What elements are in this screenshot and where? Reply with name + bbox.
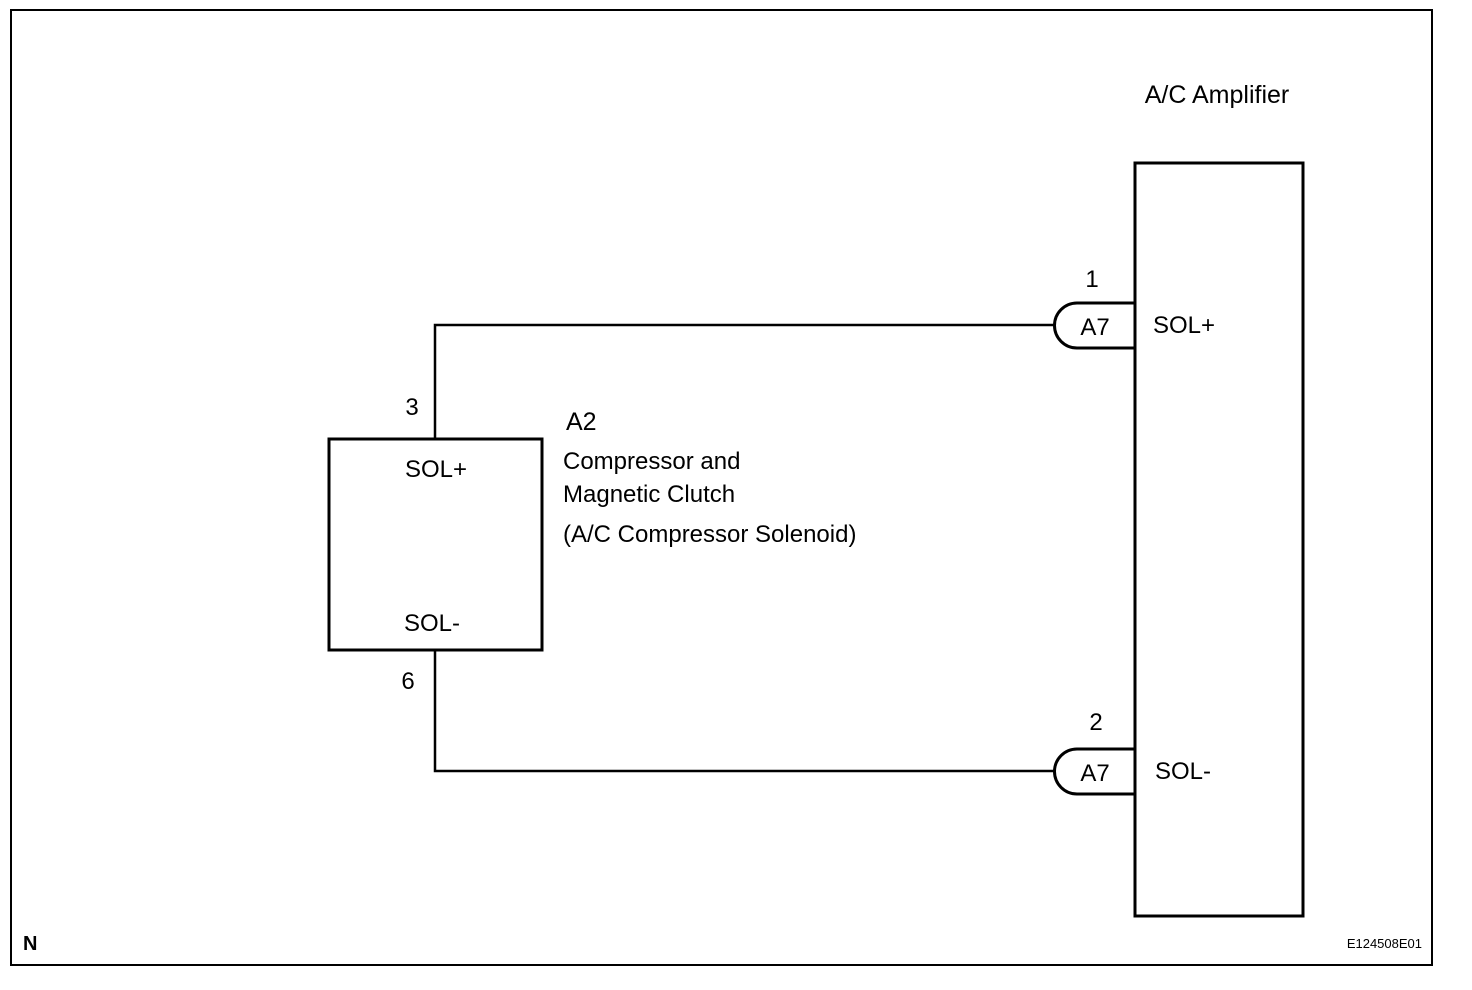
amplifier-pin-sol-minus-label: SOL-	[1155, 758, 1211, 785]
amplifier-box	[1133, 161, 1305, 918]
compressor-pin-sol-plus-label: SOL+	[405, 456, 467, 483]
wire-sol-minus	[433, 650, 1055, 773]
component-name-line3: (A/C Compressor Solenoid)	[563, 521, 856, 548]
amplifier-pin-sol-plus-label: SOL+	[1153, 312, 1215, 339]
connector-bottom-code: A7	[1080, 760, 1109, 787]
compressor-pin-number-top: 3	[405, 394, 418, 421]
corner-label-left: N	[23, 933, 37, 955]
connector-top-code: A7	[1080, 314, 1109, 341]
connector-bottom	[1053, 747, 1137, 796]
amplifier-title: A/C Amplifier	[1145, 81, 1289, 109]
diagram-frame	[10, 9, 1433, 966]
corner-label-right: E124508E01	[1347, 936, 1422, 951]
compressor-pin-sol-minus-label: SOL-	[404, 610, 460, 637]
connector-top-pin-number: 1	[1085, 266, 1098, 293]
component-name-line2: Magnetic Clutch	[563, 481, 735, 508]
connector-bottom-pin-number: 2	[1089, 709, 1102, 736]
wire-sol-plus	[433, 323, 1055, 439]
component-name-line1: Compressor and	[563, 448, 740, 475]
connector-top	[1053, 301, 1137, 350]
component-code: A2	[566, 408, 597, 436]
compressor-pin-number-bottom: 6	[401, 668, 414, 695]
